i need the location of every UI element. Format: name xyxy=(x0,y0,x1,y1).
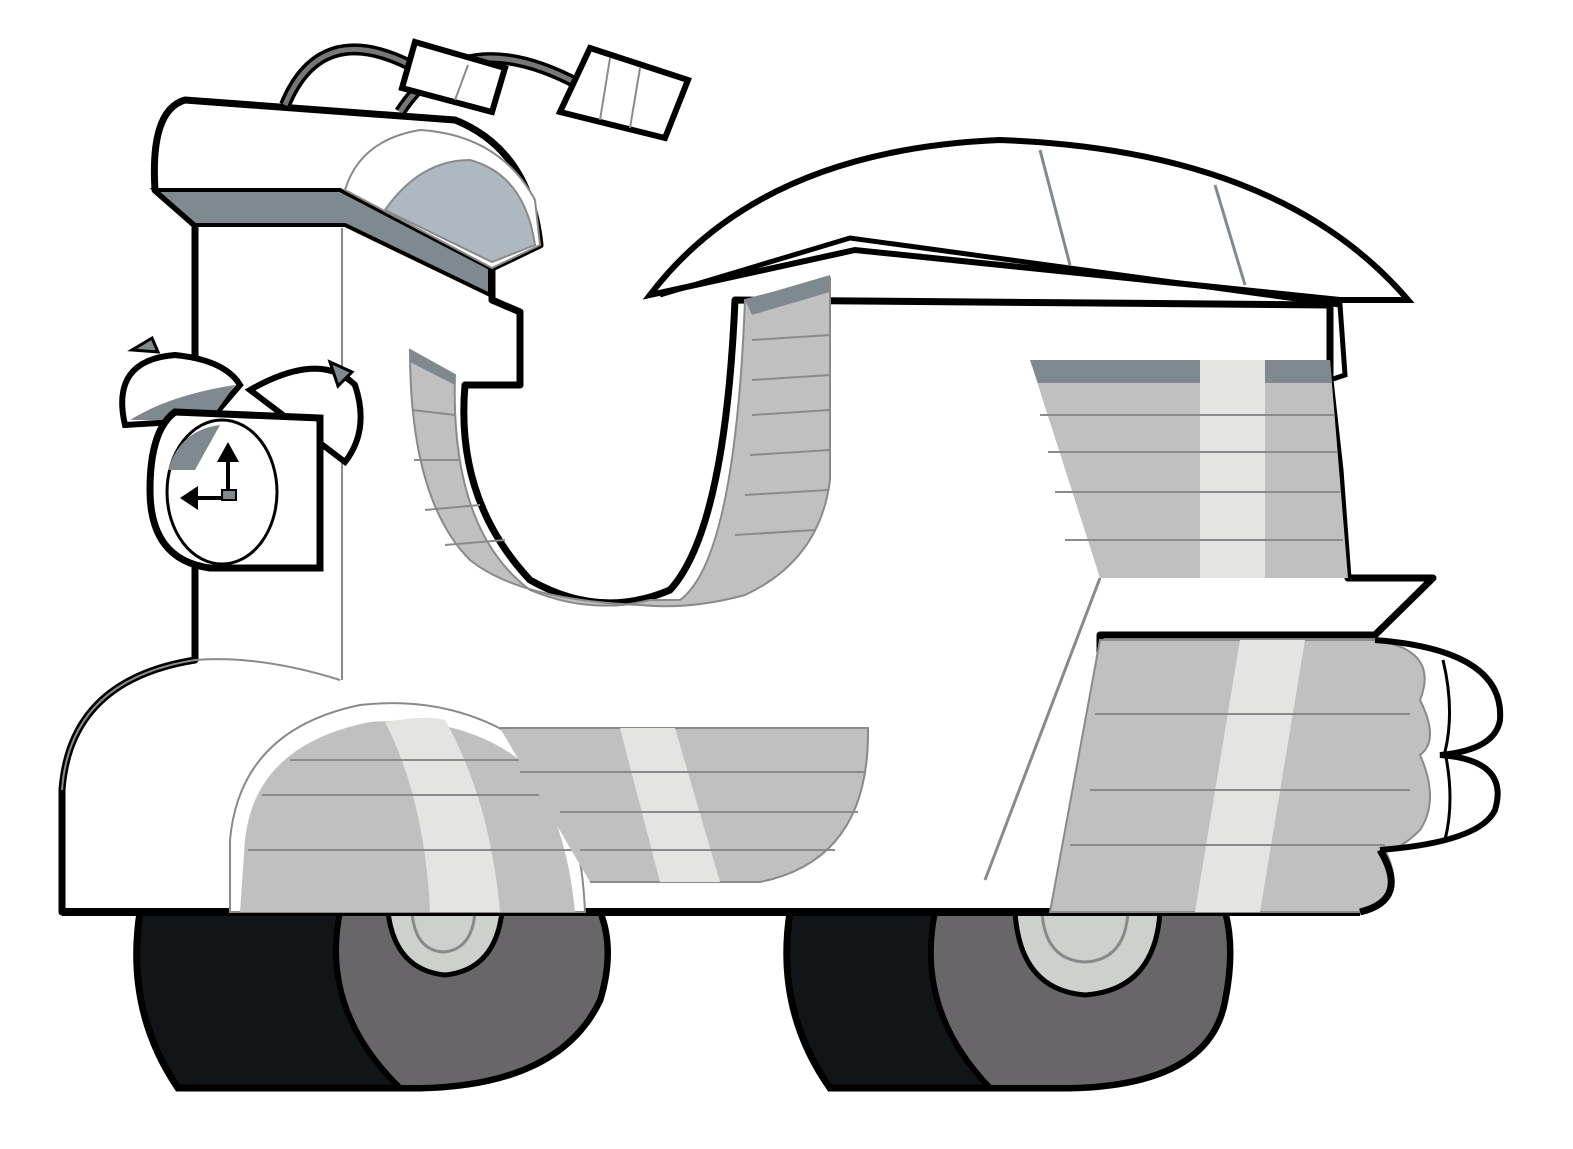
canopy-roof xyxy=(642,136,1415,383)
front-wheel xyxy=(133,908,611,1092)
rear-cab xyxy=(983,360,1348,881)
front-fender-panel xyxy=(61,658,870,913)
rear-wheel xyxy=(783,908,1234,1092)
alarm-clock xyxy=(119,335,364,572)
handlebars xyxy=(279,38,692,142)
seat-scoop xyxy=(408,275,831,608)
headlight-hood xyxy=(149,128,542,680)
exhaust xyxy=(1048,637,1504,916)
